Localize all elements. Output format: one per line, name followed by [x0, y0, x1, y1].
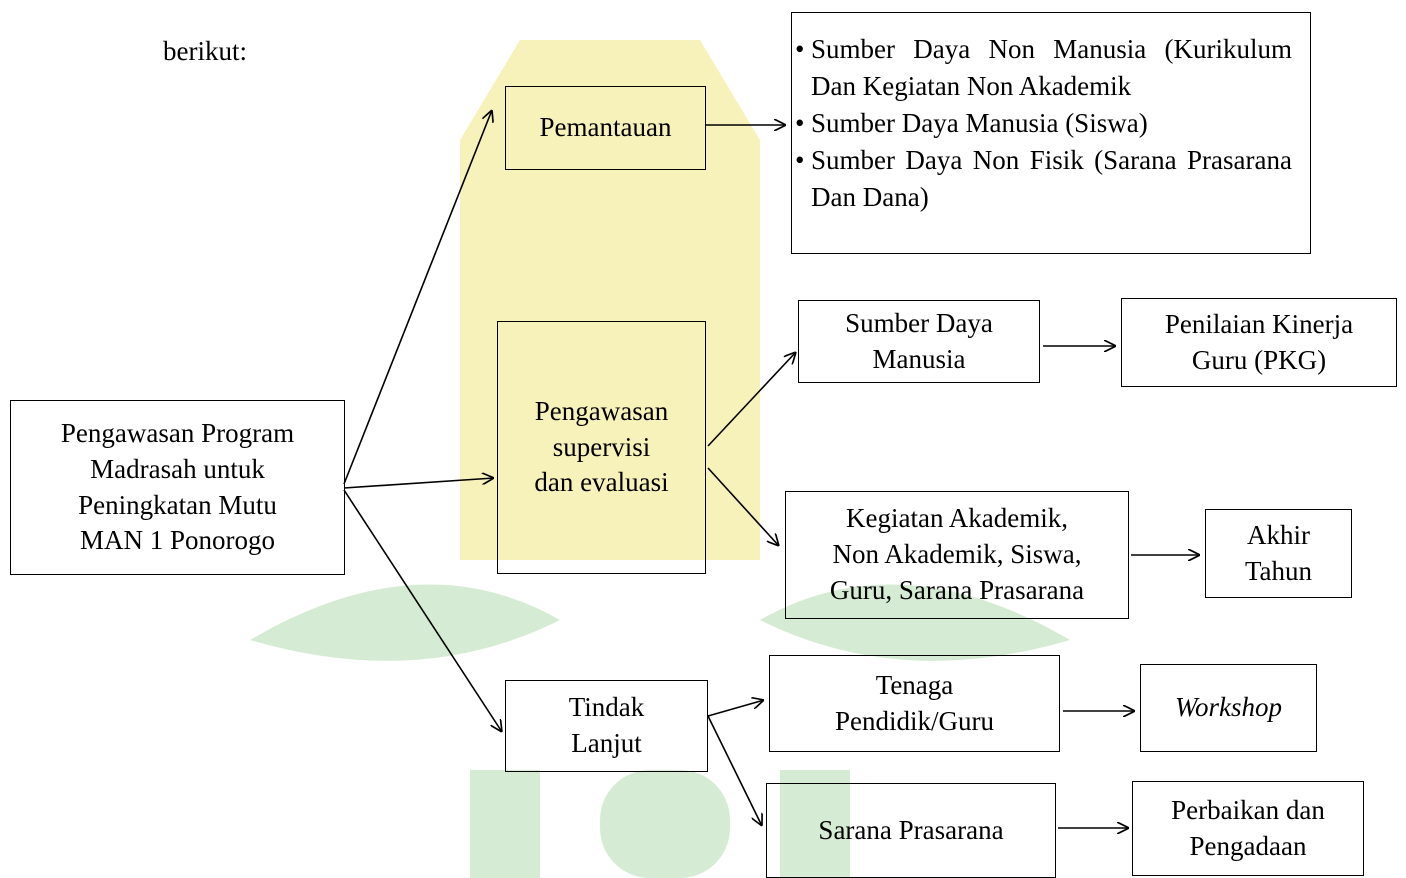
sarana-box: Sarana Prasarana [766, 783, 1056, 878]
bullet-icon: • [795, 145, 805, 175]
list-item: •Sumber Daya Manusia (Siswa) [792, 105, 1292, 142]
bullet-icon: • [795, 108, 805, 138]
watermark-block-2 [600, 770, 730, 878]
root-box: Pengawasan Program Madrasah untuk Pening… [10, 400, 345, 575]
pengawasan-label: Pengawasan supervisi dan evaluasi [534, 395, 669, 498]
arrow-tindak-to-tenaga [707, 700, 764, 717]
pengawasan-box: Pengawasan supervisi dan evaluasi [497, 321, 706, 574]
tenaga-box: Tenaga Pendidik/Guru [769, 655, 1060, 752]
sdm-label: Sumber Daya Manusia [845, 307, 993, 374]
workshop-label: Workshop [1174, 692, 1282, 723]
perbaikan-label: Perbaikan dan Pengadaan [1171, 794, 1325, 861]
list-item: •Sumber Daya Non Fisik (Sarana Prasarana… [792, 142, 1292, 216]
tenaga-label: Tenaga Pendidik/Guru [835, 669, 994, 736]
tindak-lanjut-label: Tindak Lanjut [568, 692, 645, 758]
list-item-text: Sumber Daya Manusia (Siswa) [811, 108, 1148, 138]
intro-text: berikut: [163, 36, 247, 66]
kegiatan-label: Kegiatan Akademik, Non Akademik, Siswa, … [829, 503, 1085, 605]
root-label: Pengawasan Program Madrasah untuk Pening… [60, 417, 295, 556]
pkg-box: Penilaian Kinerja Guru (PKG) [1121, 298, 1397, 387]
arrow-root-to-tindak [343, 489, 502, 732]
pemantauan-label: Pemantauan [539, 112, 672, 143]
watermark-leaf-left [250, 584, 560, 661]
perbaikan-box: Perbaikan dan Pengadaan [1132, 781, 1364, 876]
pemantauan-box: Pemantauan [505, 86, 706, 170]
pemantauan-list: •Sumber Daya Non Manusia (Kurikulum Dan … [791, 12, 1311, 254]
arrow-tindak-to-sarana [707, 715, 762, 826]
bullet-icon: • [795, 34, 805, 64]
kegiatan-box: Kegiatan Akademik, Non Akademik, Siswa, … [785, 491, 1129, 619]
sdm-box: Sumber Daya Manusia [798, 300, 1040, 383]
watermark-block-1 [470, 770, 540, 878]
arrow-pengawasan-to-kegiatan [707, 467, 779, 546]
list-item-text: Sumber Daya Non Manusia (Kurikulum Dan K… [811, 34, 1292, 101]
list-item: •Sumber Daya Non Manusia (Kurikulum Dan … [792, 31, 1292, 105]
list-item-text: Sumber Daya Non Fisik (Sarana Prasarana … [811, 145, 1292, 212]
workshop-box: Workshop [1140, 664, 1317, 752]
sarana-label: Sarana Prasarana [818, 814, 1004, 845]
akhir-tahun-label: Akhir Tahun [1244, 519, 1313, 586]
arrow-pengawasan-to-sdm [707, 352, 796, 447]
pkg-label: Penilaian Kinerja Guru (PKG) [1164, 308, 1354, 375]
arrow-root-to-pengawasan [343, 478, 494, 489]
akhir-tahun-box: Akhir Tahun [1205, 509, 1352, 598]
tindak-lanjut-box: Tindak Lanjut [505, 680, 708, 772]
arrow-root-to-pemantauan [343, 110, 492, 485]
